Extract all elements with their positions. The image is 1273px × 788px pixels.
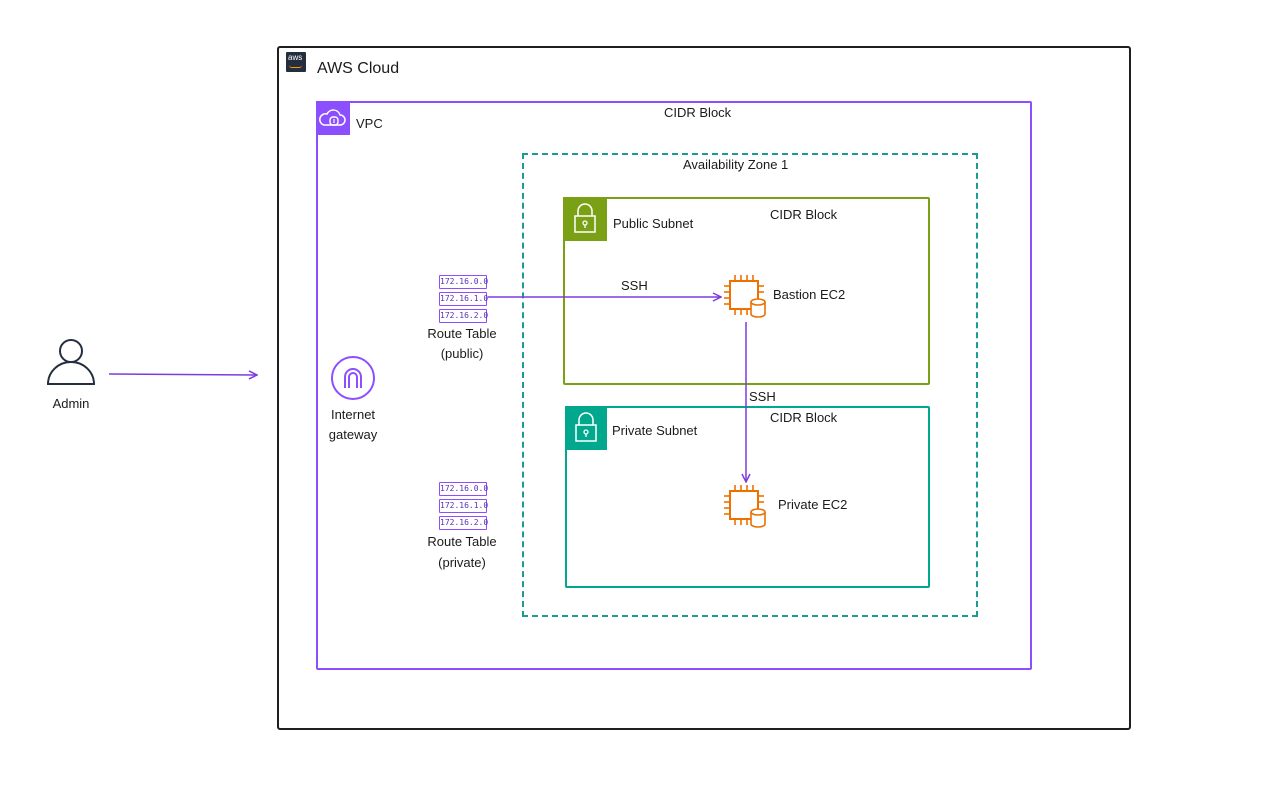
ec2-chip-icon xyxy=(722,273,770,321)
route-table-public-label-line2: (public) xyxy=(440,346,484,361)
route-table-public-label-line1: Route Table xyxy=(427,326,497,341)
internet-gateway-label-line2: gateway xyxy=(328,427,378,442)
admin-label: Admin xyxy=(52,396,90,411)
vpc-title: VPC xyxy=(356,116,383,131)
route-table-public-icon: 172.16.0.0 172.16.1.0 172.16.2.0 xyxy=(439,275,488,326)
aws-cloud-title: AWS Cloud xyxy=(317,60,400,77)
private-subnet-cidr-label: CIDR Block xyxy=(770,410,838,425)
route-entry: 172.16.2.0 xyxy=(439,309,488,323)
vpc-cidr-label: CIDR Block xyxy=(664,105,732,120)
aws-logo-icon: aws xyxy=(286,52,306,72)
route-table-private-icon: 172.16.0.0 172.16.1.0 172.16.2.0 xyxy=(439,482,488,533)
route-entry: 172.16.1.0 xyxy=(439,499,488,513)
ec2-chip-icon xyxy=(722,483,770,531)
bastion-ec2-label: Bastion EC2 xyxy=(773,287,846,302)
ssh-private-label: SSH xyxy=(749,389,776,404)
lock-icon xyxy=(563,197,607,241)
internet-gateway-label-line1: Internet xyxy=(330,407,376,422)
internet-gateway-icon xyxy=(330,355,376,401)
route-entry: 172.16.2.0 xyxy=(439,516,488,530)
admin-to-cloud-arrow xyxy=(108,374,257,375)
route-table-private-label-line1: Route Table xyxy=(427,534,497,549)
public-subnet-cidr-label: CIDR Block xyxy=(770,207,838,222)
private-subnet-title: Private Subnet xyxy=(612,423,698,438)
ssh-public-label: SSH xyxy=(621,278,648,293)
private-subnet xyxy=(565,406,930,588)
lock-icon xyxy=(565,406,607,450)
route-entry: 172.16.1.0 xyxy=(439,292,488,306)
vpc-group xyxy=(316,101,1032,670)
aws-cloud-group xyxy=(277,46,1131,730)
vpc-cloud-icon xyxy=(316,101,350,135)
private-ec2-label: Private EC2 xyxy=(778,497,848,512)
public-subnet-title: Public Subnet xyxy=(613,216,694,231)
route-entry: 172.16.0.0 xyxy=(439,275,488,289)
user-icon xyxy=(45,336,97,386)
availability-zone xyxy=(522,153,978,617)
route-table-private-label-line2: (private) xyxy=(438,555,486,570)
availability-zone-title: Availability Zone 1 xyxy=(683,157,789,172)
route-entry: 172.16.0.0 xyxy=(439,482,488,496)
